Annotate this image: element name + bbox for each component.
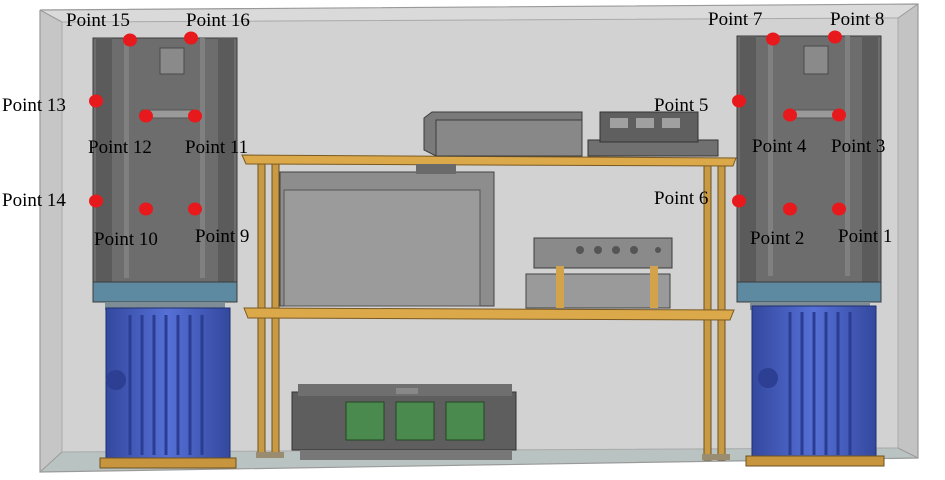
point-marker-2	[783, 202, 797, 216]
point-label-12: Point 12	[88, 137, 152, 158]
right-motor-assembly	[736, 35, 885, 467]
point-marker-10	[139, 202, 153, 216]
point-label-6: Point 6	[654, 188, 708, 209]
point-label-15: Point 15	[66, 10, 130, 31]
middle-shelf-device	[279, 164, 673, 309]
left-motor-assembly	[92, 37, 238, 469]
point-label-13: Point 13	[2, 95, 66, 116]
point-label-10: Point 10	[94, 229, 158, 250]
point-marker-8	[828, 30, 842, 44]
point-marker-12	[139, 109, 153, 123]
point-marker-4	[783, 108, 797, 122]
point-marker-15	[123, 33, 137, 47]
point-label-7: Point 7	[708, 9, 762, 30]
point-marker-3	[832, 108, 846, 122]
point-marker-7	[766, 32, 780, 46]
measurement-points	[89, 30, 846, 216]
point-label-11: Point 11	[185, 137, 248, 158]
point-marker-5	[732, 94, 746, 108]
point-marker-16	[184, 31, 198, 45]
point-label-8: Point 8	[830, 9, 884, 30]
point-label-16: Point 16	[186, 10, 250, 31]
point-label-14: Point 14	[2, 190, 66, 211]
point-label-5: Point 5	[654, 95, 708, 116]
point-marker-14	[89, 194, 103, 208]
point-marker-11	[188, 109, 202, 123]
point-marker-1	[832, 202, 846, 216]
point-label-3: Point 3	[831, 136, 885, 157]
point-marker-13	[89, 94, 103, 108]
point-label-1: Point 1	[838, 226, 892, 247]
point-label-4: Point 4	[752, 136, 807, 157]
top-shelf-devices	[423, 111, 719, 157]
point-marker-6	[732, 194, 746, 208]
point-label-2: Point 2	[750, 228, 804, 249]
shelf-rack	[241, 154, 737, 461]
point-label-9: Point 9	[195, 226, 249, 247]
point-marker-9	[188, 202, 202, 216]
point-labels: Point 1 Point 2 Point 3 Point 4 Point 5 Point…	[2, 9, 892, 250]
base-controller	[291, 384, 517, 460]
